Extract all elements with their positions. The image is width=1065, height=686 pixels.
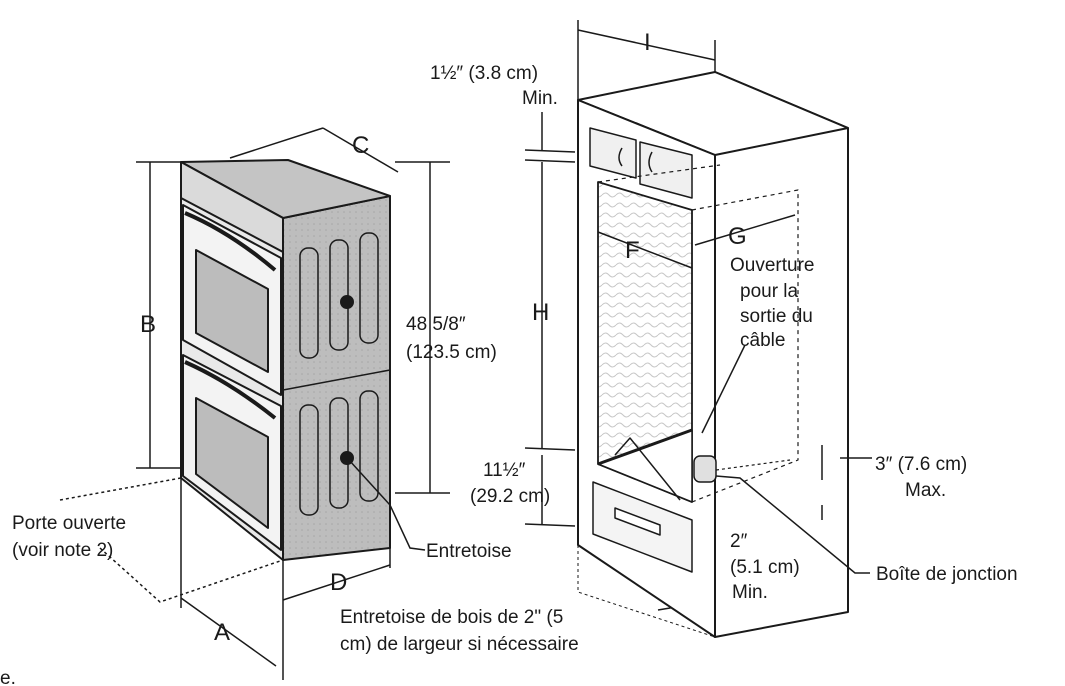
cabinet-drawer-handle — [614, 507, 661, 536]
cabinet-labels: I H F G 1½″ (3.8 cm) Min. 11½″ (29.2 cm)… — [430, 29, 1018, 603]
dimension-label-h: H — [532, 299, 549, 326]
spacer-label: Entretoise — [426, 541, 512, 562]
wood-spacer-line-1: Entretoise de bois de 2" (5 — [340, 607, 563, 628]
dimension-label-d: D — [330, 569, 347, 596]
cabinet-upper-door-right — [639, 141, 693, 199]
max-dimension-line-1: 3″ (7.6 cm) — [875, 454, 967, 475]
dimension-label-a: A — [214, 619, 230, 646]
wood-spacer-line-2: cm) de largeur si nécessaire — [340, 634, 579, 655]
cabinet-dimension-lines — [524, 20, 872, 638]
cabinet-drawing — [577, 71, 849, 638]
min-dimension-line-2: (5.1 cm) — [730, 557, 800, 578]
oven-lower-window — [195, 397, 269, 529]
cable-opening-line-4: câble — [740, 330, 785, 351]
oven-upper-handle — [184, 211, 277, 272]
oven-upper-window — [195, 249, 269, 373]
bottom-clearance-line-2: (29.2 cm) — [470, 486, 550, 507]
footer-mark: e. — [0, 668, 16, 686]
junction-box — [693, 455, 717, 483]
dimension-label-c: C — [352, 132, 369, 159]
min-dimension-line-1: 2″ — [730, 531, 748, 552]
top-clearance-line-2: Min. — [522, 88, 558, 109]
bottom-clearance-line-1: 11½″ — [483, 460, 526, 481]
cable-opening-line-1: Ouverture — [730, 255, 814, 276]
oven-height-cm: (123.5 cm) — [406, 342, 497, 363]
spacer-upper — [340, 295, 354, 309]
junction-box-label: Boîte de jonction — [876, 564, 1018, 585]
door-open-line-1: Porte ouverte — [12, 513, 126, 534]
dimension-label-g: G — [728, 223, 747, 250]
cabinet-upper-door-left — [589, 127, 637, 179]
oven-control-panel — [180, 161, 284, 253]
min-dimension-line-3: Min. — [732, 582, 768, 603]
cabinet-side — [714, 71, 849, 638]
dimension-label-b: B — [140, 311, 156, 338]
wall-oven-drawing — [180, 159, 391, 561]
oven-height-in: 48 5/8″ — [406, 314, 466, 335]
cable-opening-line-3: sortie du — [740, 306, 813, 327]
oven-lower-handle — [184, 360, 277, 420]
cable-opening-line-2: pour la — [740, 281, 799, 302]
dimension-label-i: I — [644, 29, 651, 56]
door-open-line-2: (voir note 2) — [12, 540, 113, 561]
oven-labels: B C D A 48 5/8″ (123.5 cm) Porte ouverte… — [12, 132, 579, 655]
max-dimension-line-2: Max. — [905, 480, 946, 501]
dimension-label-f: F — [625, 237, 640, 264]
top-clearance-line-1: 1½″ (3.8 cm) — [430, 63, 538, 84]
oven-side-panel — [282, 195, 391, 561]
